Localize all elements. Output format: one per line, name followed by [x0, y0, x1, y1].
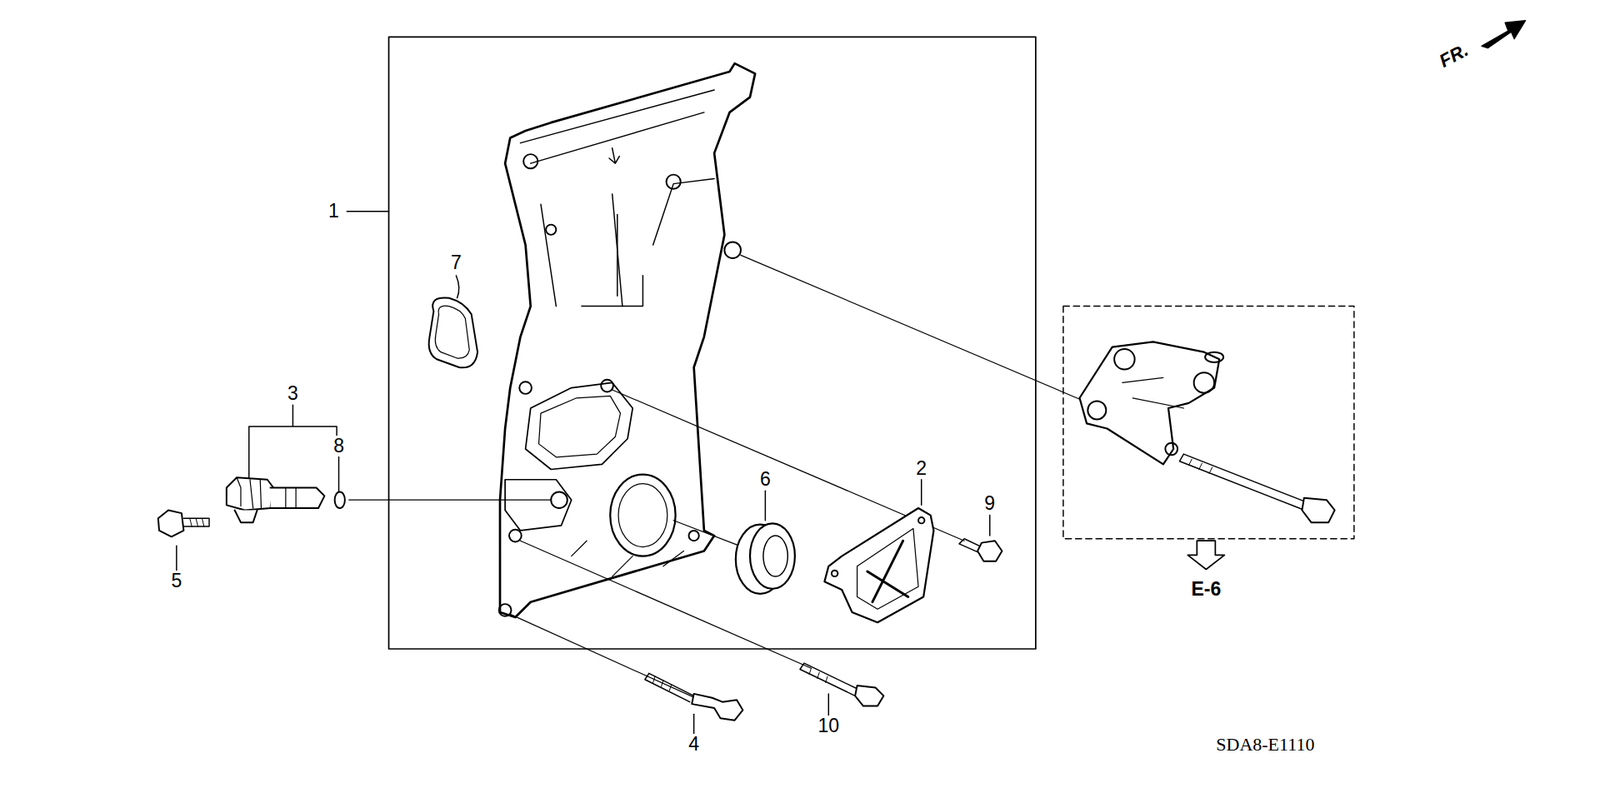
diagram-code: SDA8-E1110 — [1214, 735, 1316, 755]
callout-number: 2 — [914, 458, 929, 480]
front-direction-label: FR. — [1435, 39, 1474, 73]
callout-number: 3 — [285, 383, 300, 405]
callout-number: 5 — [169, 570, 184, 592]
callout-number: 8 — [331, 435, 346, 457]
callout-number: 9 — [982, 493, 997, 515]
callout-number: 4 — [686, 734, 701, 755]
callout-number: 1 — [326, 200, 341, 222]
reference-label: E-6 — [1189, 579, 1223, 600]
callout-number: 7 — [449, 252, 464, 274]
callout-number: 6 — [758, 469, 773, 490]
callout-number: 10 — [815, 715, 841, 737]
